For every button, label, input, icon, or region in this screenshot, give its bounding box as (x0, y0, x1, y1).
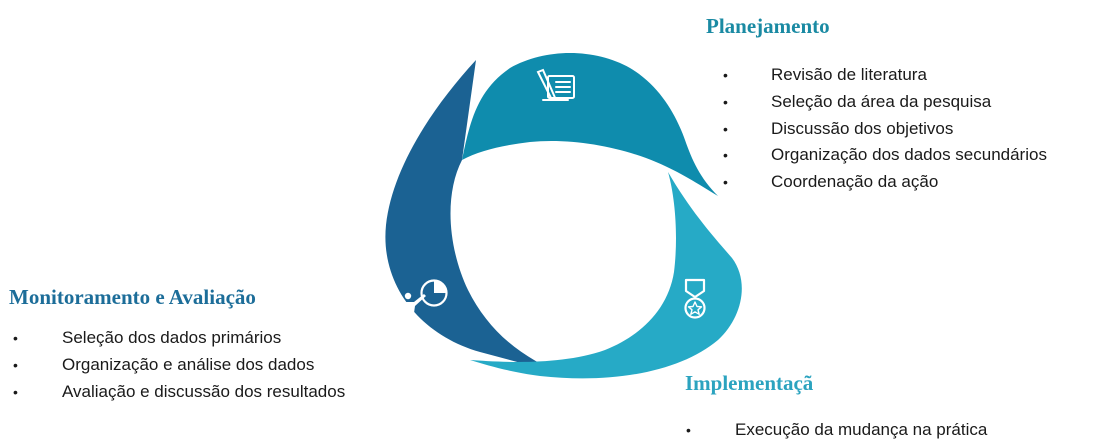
list-item: • Seleção da área da pesquisa (706, 89, 1047, 116)
implementation-list: • Execução da mudança na prática (685, 417, 987, 444)
monitoring-list: • Seleção dos dados primários • Organizaçã… (9, 325, 345, 405)
list-item-text: Seleção dos dados primários (62, 328, 282, 348)
presentation-icon (403, 279, 448, 320)
planning-section: Planejamento • Revisão de literatura • Sel… (706, 14, 1047, 196)
planning-title: Planejamento (706, 14, 830, 38)
list-item-text: Avaliação e discussão dos resultados (62, 381, 346, 401)
bullet-icon: • (13, 383, 18, 400)
list-item: • Organização e análise dos dados (9, 352, 345, 379)
list-item: • Execução da mudança na prática (685, 417, 987, 444)
list-item-text: Coordenação da ação (771, 172, 939, 192)
list-item: • Organização dos dados secundários (706, 142, 1047, 169)
bullet-icon: • (13, 330, 18, 347)
list-item-text: Organização dos dados secundários (771, 145, 1047, 165)
bullet-icon: • (723, 67, 728, 84)
monitoring-section: Monitoramento e Avaliação • Seleção dos d… (9, 285, 345, 405)
bullet-icon: • (13, 356, 18, 373)
bullet-icon: • (723, 120, 728, 137)
list-item: • Avaliação e discussão dos resultados (9, 379, 345, 406)
implementation-section: Implementaçã • Execução da mudança na prá… (685, 371, 987, 444)
list-item: • Coordenação da ação (706, 169, 1047, 196)
list-item: • Discussão dos objetivos (706, 116, 1047, 143)
planning-list: • Revisão de literatura • Seleção da área … (706, 62, 1047, 196)
list-item: • Seleção dos dados primários (9, 325, 345, 352)
implementation-segment (470, 172, 742, 379)
document-list-icon (536, 68, 575, 101)
list-item-text: Seleção da área da pesquisa (771, 91, 992, 111)
bullet-icon: • (723, 174, 728, 191)
medal-icon (684, 278, 706, 319)
bullet-icon: • (686, 422, 691, 439)
implementation-title: Implementaçã (685, 371, 814, 395)
bullet-icon: • (723, 147, 728, 164)
bullet-icon: • (723, 93, 728, 110)
monitoring-title: Monitoramento e Avaliação (9, 285, 256, 309)
list-item-text: Revisão de literatura (771, 65, 927, 85)
list-item-text: Execução da mudança na prática (735, 420, 988, 440)
monitoring-segment (385, 60, 568, 376)
list-item-text: Organização e análise dos dados (62, 354, 315, 374)
list-item-text: Discussão dos objetivos (771, 118, 954, 138)
planning-segment (462, 53, 718, 196)
list-item: • Revisão de literatura (706, 62, 1047, 89)
